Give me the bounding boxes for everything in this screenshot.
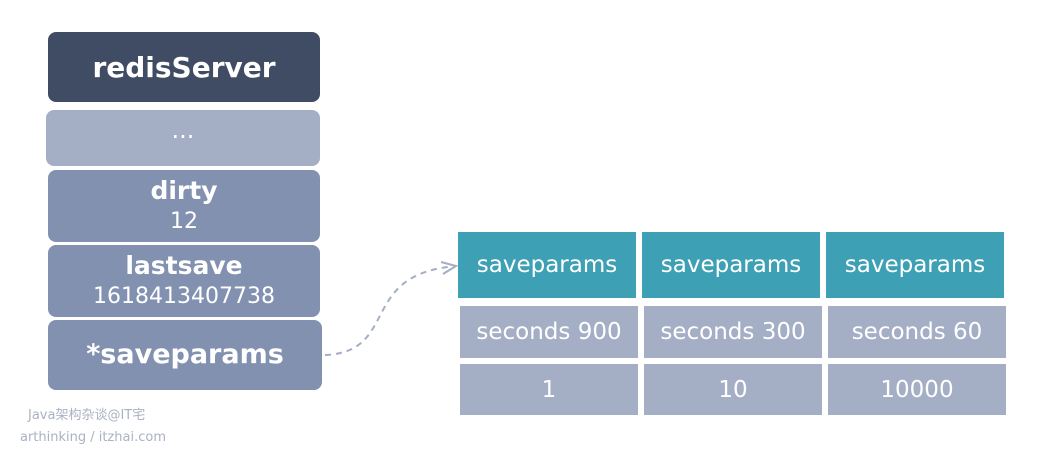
- lastsave-name: lastsave: [125, 251, 243, 280]
- lastsave-field: lastsave 1618413407738: [48, 245, 320, 317]
- watermark-line-1: Java架构杂谈@IT宅: [28, 408, 146, 423]
- ellipsis-text: ...: [171, 116, 195, 144]
- seconds-cell-2: seconds 60: [828, 306, 1006, 358]
- redis-server-header: redisServer: [48, 32, 320, 102]
- changes-cell-2: 10000: [828, 364, 1006, 415]
- changes-cell-1: 10: [644, 364, 822, 415]
- changes-cell-0: 1: [460, 364, 638, 415]
- saveparams-header-2: saveparams: [826, 232, 1004, 298]
- saveparams-header-0: saveparams: [458, 232, 636, 298]
- saveparams-pointer-name: *saveparams: [86, 339, 284, 370]
- dirty-name: dirty: [150, 176, 218, 205]
- arrowhead-icon: [440, 261, 459, 275]
- pointer-arrow-line: [324, 266, 449, 356]
- redis-server-title: redisServer: [92, 50, 276, 84]
- dirty-field: dirty 12: [48, 170, 320, 242]
- saveparams-header-1: saveparams: [642, 232, 820, 298]
- ellipsis-row: ...: [46, 110, 320, 166]
- lastsave-value: 1618413407738: [93, 284, 275, 309]
- dirty-value: 12: [170, 209, 198, 234]
- watermark-line-2: arthinking / itzhai.com: [20, 430, 167, 445]
- seconds-cell-1: seconds 300: [644, 306, 822, 358]
- seconds-cell-0: seconds 900: [460, 306, 638, 358]
- saveparams-pointer-field: *saveparams: [48, 320, 322, 390]
